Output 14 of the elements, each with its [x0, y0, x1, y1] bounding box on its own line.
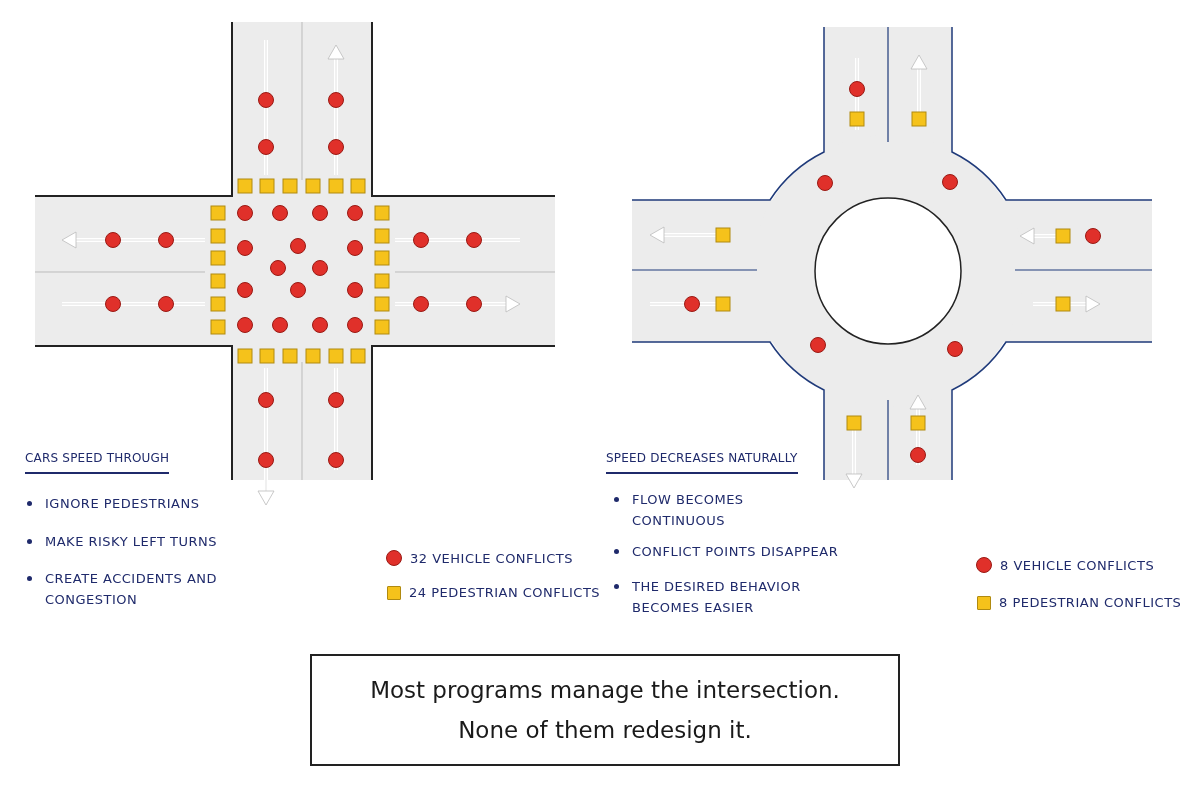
- bullet-point: CREATE ACCIDENTS AND CONGESTION: [25, 568, 260, 610]
- bullet-point: MAKE RISKY LEFT TURNS: [25, 531, 285, 552]
- bullet-point: THE DESIRED BEHAVIOR BECOMES EASIER: [612, 576, 832, 618]
- bullet-point: IGNORE PEDESTRIANS: [25, 493, 260, 514]
- section-heading: SPEED DECREASES NATURALLY: [606, 449, 798, 474]
- legend-label: 8 PEDESTRIAN CONFLICTS: [999, 595, 1182, 610]
- caption-text: Most programs manage the intersection. None of them redesign it.: [369, 676, 841, 745]
- caption-box: [310, 654, 900, 766]
- section-heading: CARS SPEED THROUGH: [25, 449, 170, 474]
- legend-label: 8 VEHICLE CONFLICTS: [1000, 557, 1155, 573]
- legend-label: 32 VEHICLE CONFLICTS: [410, 550, 573, 566]
- bullet-point: FLOW BECOMES CONTINUOUS: [612, 489, 782, 531]
- bullet-point: CONFLICT POINTS DISAPPEAR: [612, 541, 847, 562]
- legend-label: 24 PEDESTRIAN CONFLICTS: [409, 585, 601, 600]
